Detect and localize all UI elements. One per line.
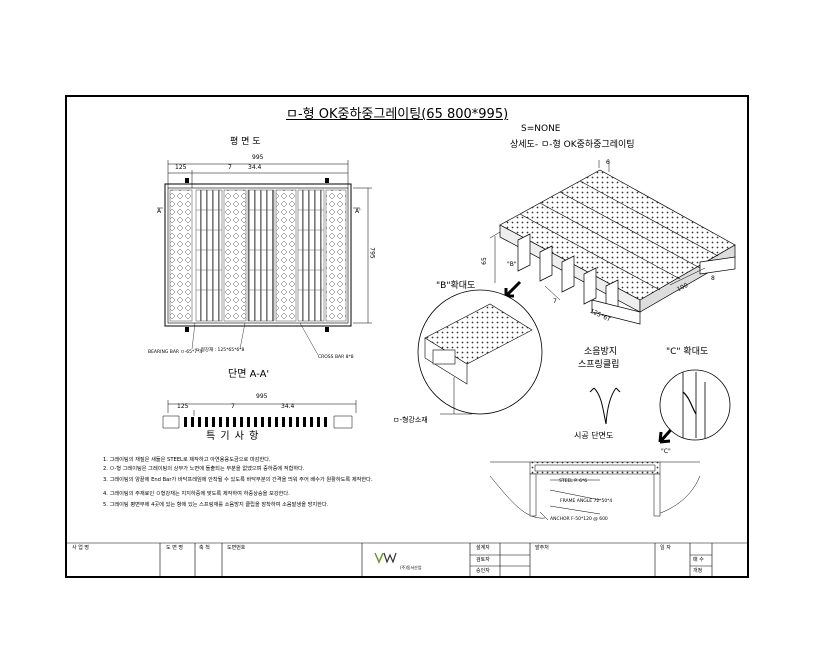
drawing-title: ㅁ-형 OK중하중그레이팅(65 800*995) xyxy=(286,107,509,122)
note-4: 4. 그레이팅의 주재료인 ㅁ형강재는 지지하중에 맞도록 제작하여 하중상승을… xyxy=(103,491,290,497)
c-marker: "C" xyxy=(661,448,671,455)
section-a-view xyxy=(162,400,357,429)
section-view-title: 시공 단면도 xyxy=(574,431,614,440)
plan-dim-gap: 7 xyxy=(228,164,232,171)
iso-dim-height: 65 xyxy=(480,257,488,265)
b-detail-circle xyxy=(417,289,543,415)
tb-designer: 설계자 xyxy=(476,545,490,551)
tb-sheet: 매 수 xyxy=(693,557,704,563)
section-dim-gap: 7 xyxy=(231,403,235,410)
b-detail-title: "B"확대도 xyxy=(436,281,476,291)
iso-dim-gap: 8 xyxy=(711,275,715,282)
tb-cell-2: 축 척 xyxy=(199,545,210,551)
sheet-border xyxy=(65,95,749,578)
plan-dim-width: 995 xyxy=(252,154,264,161)
section-mark-a2: A' xyxy=(355,208,361,215)
section-dim-right: 34.4 xyxy=(281,403,295,410)
section-mark-a: A xyxy=(157,208,162,215)
iso-dim-small: 7 xyxy=(553,298,557,305)
note-2: 2. ㅁ-형 그레이팅은 그레이팅의 상부가 노면에 돌출되는 부분을 없앴으며… xyxy=(103,466,305,472)
section-title: 단면 A-A' xyxy=(228,369,270,380)
scale-label: S=NONE xyxy=(521,124,561,134)
b-detail-arrow xyxy=(504,280,522,298)
spring-clip-icon xyxy=(589,387,621,425)
c-detail-circle xyxy=(659,369,731,441)
note-3: 3. 그레이팅의 양끝에 End Bar가 바닥프레임에 안착될 수 있도록 바… xyxy=(103,477,373,483)
tb-company: (주)동서산업 xyxy=(400,565,422,570)
clip-label-1: 소음방지 xyxy=(584,347,618,357)
detail-title: 상세도- ㅁ-형 OK중하중그레이팅 xyxy=(510,140,635,150)
plan-dim-left: 125 xyxy=(175,164,187,171)
company-logo xyxy=(374,552,397,564)
special-notes-title: 특 기 사 항 xyxy=(206,431,260,442)
section-dim-width: 995 xyxy=(256,393,268,400)
note-1: 1. 그레이팅의 재질은 새들은 STEEL로 제작하고 아연용융도금으로 마감… xyxy=(103,457,271,463)
c-detail-title: "C" 확대도 xyxy=(666,347,709,357)
plan-view xyxy=(157,160,372,356)
bearing-bar-label: BEARING BAR ㅁ-65*7*4 xyxy=(148,350,203,355)
tb-rev: 개정 xyxy=(693,568,703,574)
tb-approver: 승인자 xyxy=(476,568,490,574)
plan-dim-height: 795 xyxy=(368,247,376,259)
steel-member-label: ㅁ-형강소재 xyxy=(393,416,428,424)
tb-project: 사 업 명 xyxy=(72,545,89,551)
title-block-grid xyxy=(66,542,748,577)
tb-checker: 검토자 xyxy=(476,557,490,563)
plan-title: 평 면 도 xyxy=(230,137,261,147)
note-5: 5. 그레이팅 평면부에 4곳에 있는 항에 있는 스프링재를 소음방지 클립을… xyxy=(103,502,329,508)
steel-plate-label: STEEL P. 6*6 xyxy=(559,479,588,484)
tb-cell-3: 도면번호 xyxy=(227,545,246,551)
section-dim-left: 125 xyxy=(177,403,189,410)
frame-angle-label: FRAME ANGLE 72*50*4 xyxy=(560,499,613,504)
install-section-view xyxy=(489,461,701,521)
b-marker: "B" xyxy=(507,261,517,268)
plan-dim-right: 34.4 xyxy=(248,164,262,171)
tb-date: 일 자 xyxy=(660,545,671,551)
tb-cell-1: 도 면 명 xyxy=(166,545,183,551)
cross-bar-label: CROSS BAR 8*8 xyxy=(318,355,354,360)
clip-label-2: 스프링클립 xyxy=(578,360,620,370)
tb-client: 발주처 xyxy=(535,545,549,551)
iso-dim-top: 6 xyxy=(606,159,610,166)
mid-bar-label: ㅁ-형강재 : 125*65*6*8 xyxy=(195,348,245,353)
isometric-grating xyxy=(489,160,736,325)
anchor-label: ANCHOR F-50*120 @ 600 xyxy=(550,517,608,522)
